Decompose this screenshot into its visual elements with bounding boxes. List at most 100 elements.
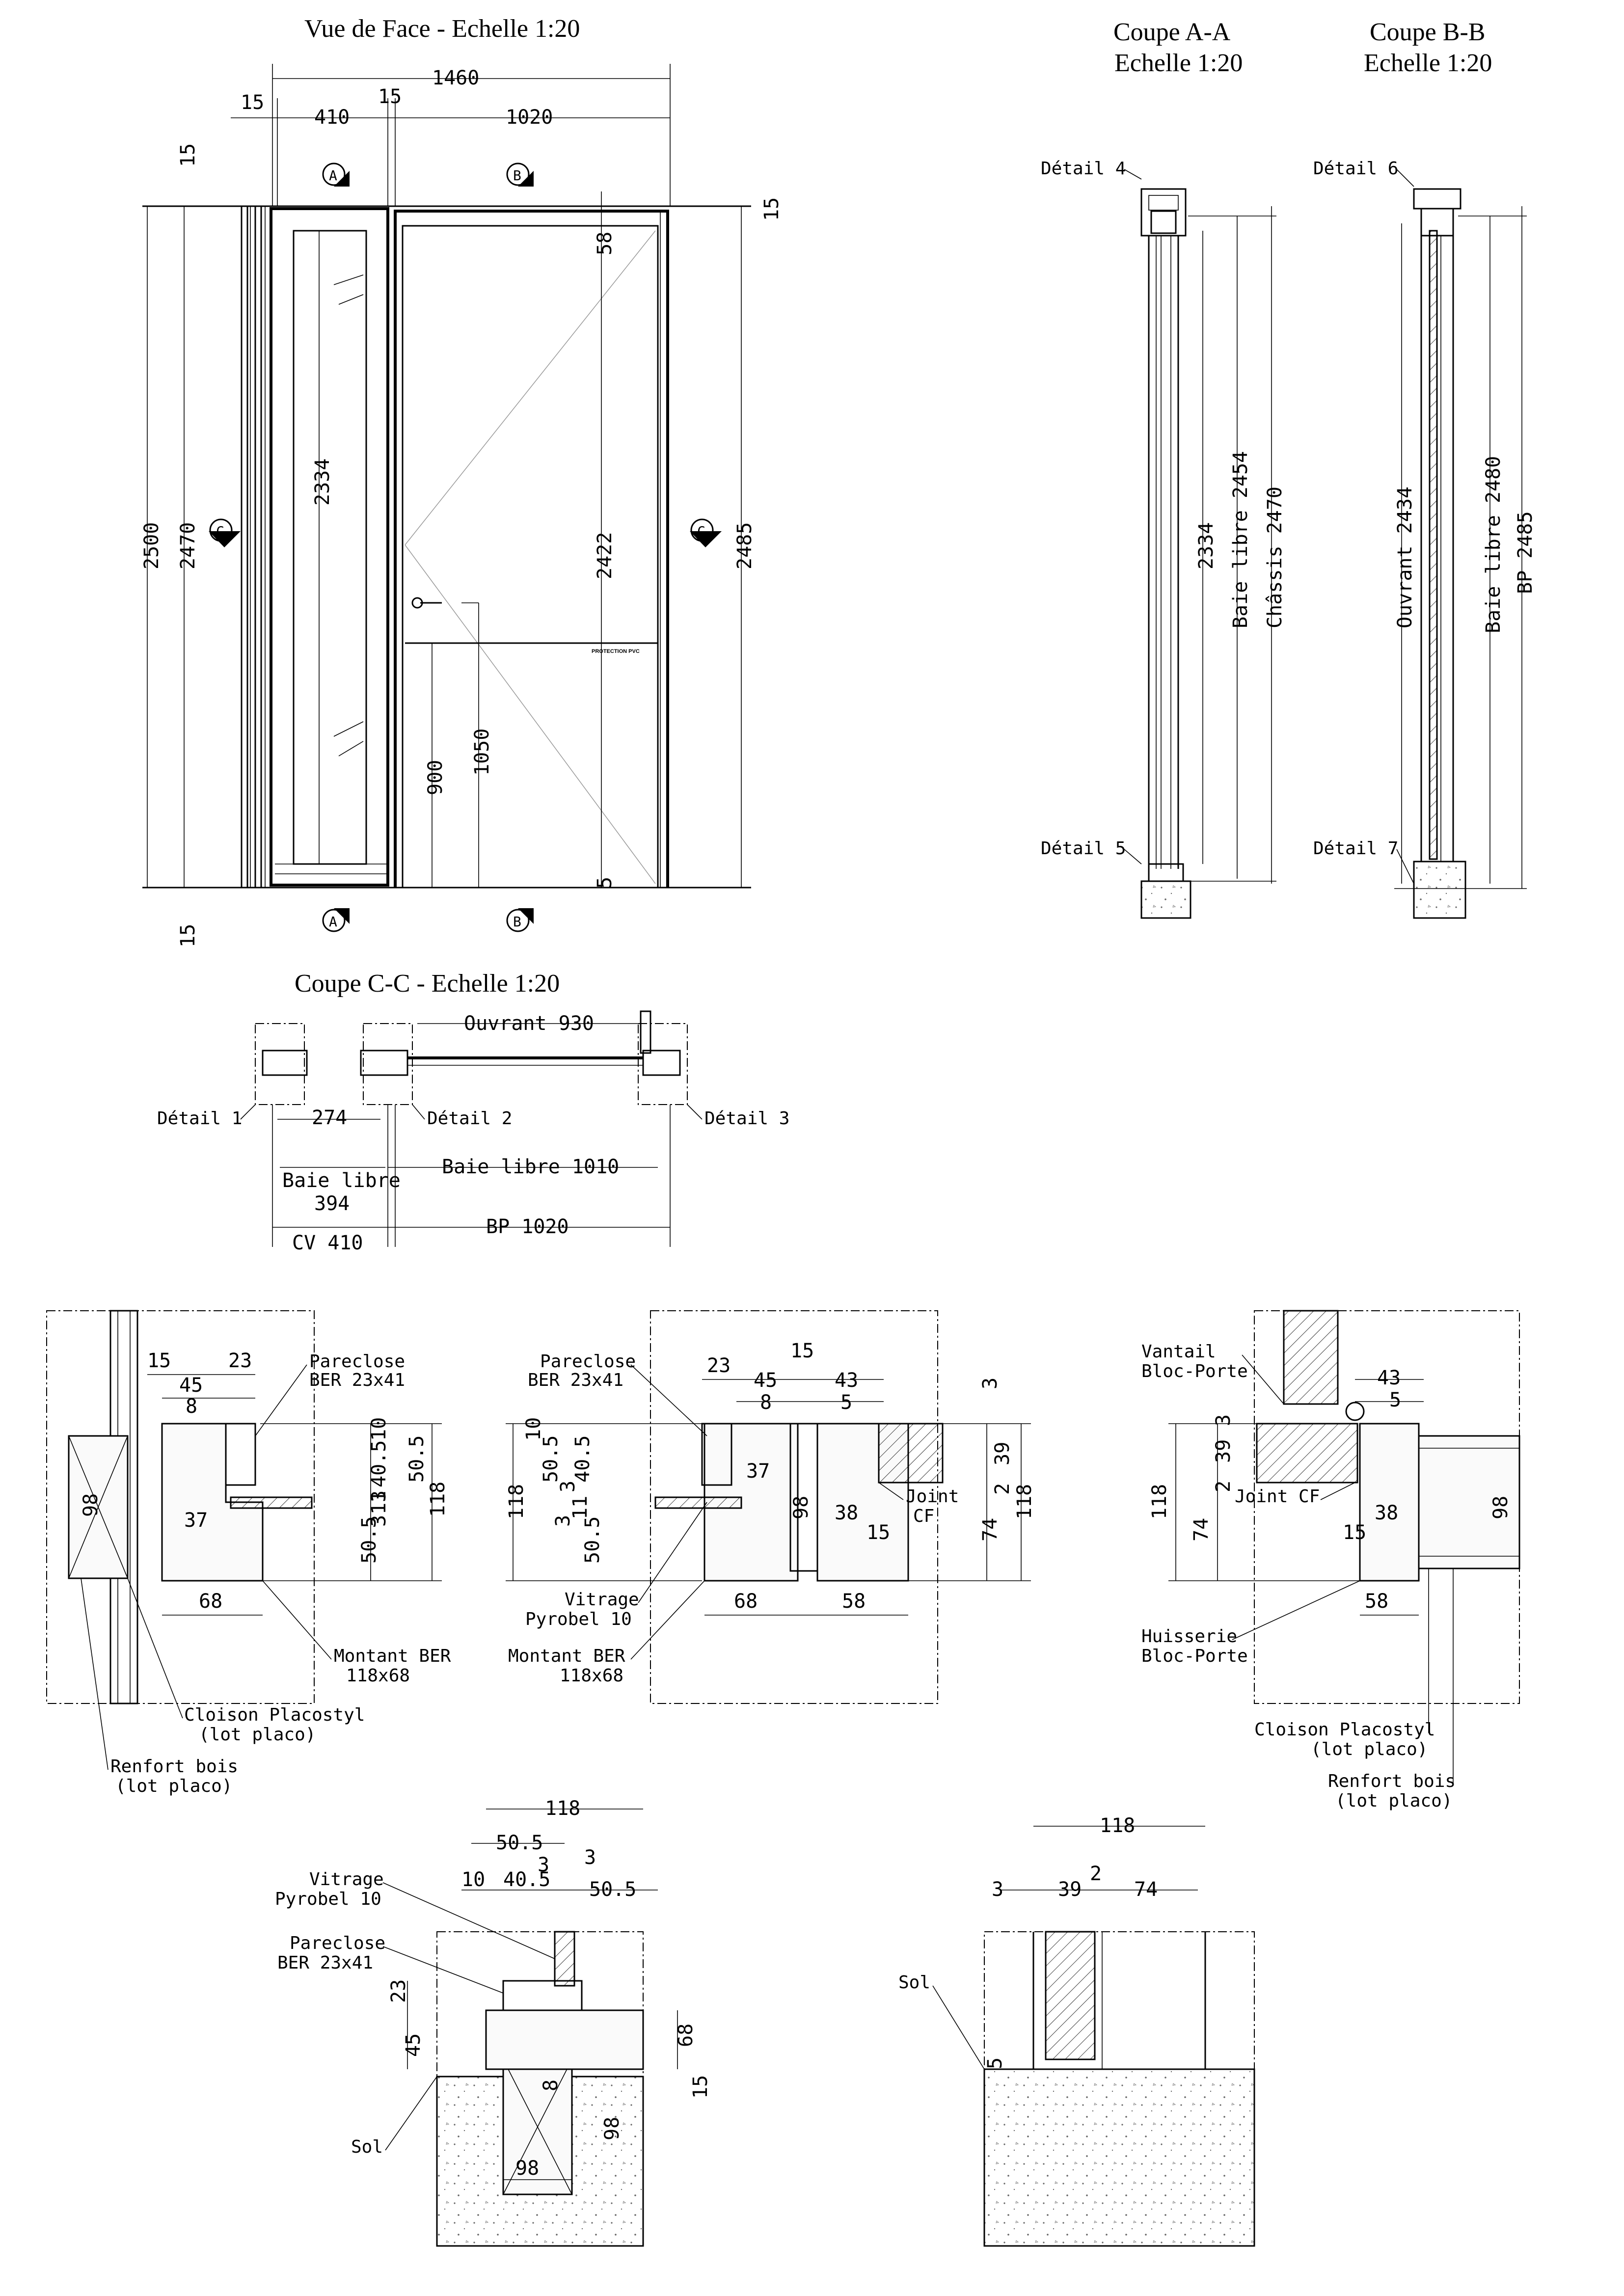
svg-text:A: A (329, 914, 337, 930)
detail-2: 23 15 45 43 8 5 3 10 50.5 40.5 3 118 3 1… (505, 1310, 1036, 1704)
d5-23: 23 (387, 1979, 410, 2003)
section-bb-scale: Echelle 1:20 (1364, 49, 1492, 77)
marker-a-bottom: A (322, 908, 350, 932)
d2-15: 15 (790, 1340, 814, 1362)
d7-sol: Sol (898, 1972, 930, 1993)
d7-5: 5 (984, 2057, 1006, 2069)
d1-11: 11 (368, 1491, 390, 1514)
d3-38: 38 (1375, 1502, 1398, 1524)
d3-3: 3 (1212, 1414, 1235, 1426)
cc-detail-3: Détail 3 (704, 1108, 789, 1129)
protection-label: PROTECTION PVC (592, 648, 640, 654)
cc-ouvrant: Ouvrant 930 (464, 1012, 594, 1035)
d1-pareclose: Pareclose (309, 1351, 405, 1372)
d2-37: 37 (746, 1460, 770, 1483)
d7-3: 3 (992, 1878, 1003, 1901)
detail-7-label: Détail 7 (1313, 838, 1398, 859)
dim-410: 410 (314, 106, 350, 129)
d5-3a: 3 (538, 1854, 549, 1876)
d1-118: 118 (427, 1482, 449, 1517)
d2-11: 11 (569, 1496, 592, 1519)
d1-montant: Montant BER (334, 1646, 451, 1666)
d7-2: 2 (1090, 1863, 1102, 1885)
dim-15-top-right: 15 (760, 197, 783, 221)
d1-68: 68 (199, 1590, 222, 1613)
d3-2: 2 (1212, 1481, 1235, 1492)
d3-huisserie-spec: Bloc-Porte (1141, 1646, 1248, 1666)
dim-15-top: 15 (177, 143, 199, 167)
cc-detail-1: Détail 1 (157, 1108, 242, 1129)
d3-cloison: Cloison Placostyl (1254, 1720, 1435, 1740)
cc-cv: CV 410 (292, 1232, 363, 1254)
d1-45: 45 (179, 1374, 203, 1397)
d3-118: 118 (1148, 1484, 1171, 1519)
d5-118: 118 (545, 1797, 580, 1820)
d3-renfort-lot: (lot placo) (1335, 1791, 1452, 1811)
marker-a-top: A (322, 162, 350, 187)
d3-cloison-lot: (lot placo) (1311, 1739, 1428, 1759)
d2-39: 39 (991, 1442, 1014, 1465)
d1-15: 15 (147, 1350, 171, 1372)
d2-5: 5 (840, 1391, 852, 1414)
d1-renfort-lot: (lot placo) (115, 1776, 232, 1796)
svg-text:B: B (513, 167, 521, 184)
d2-joint: Joint (906, 1486, 959, 1507)
dim-1020: 1020 (506, 106, 553, 129)
svg-text:C: C (216, 523, 224, 540)
d5-50-5: 50.5 (496, 1832, 543, 1854)
dim-15-mid: 15 (378, 85, 402, 108)
d5-8: 8 (540, 2080, 562, 2091)
svg-text:A: A (329, 167, 337, 184)
d1-50-5a: 50.5 (406, 1435, 428, 1483)
bb-dim-baie: Baie libre 2480 (1482, 456, 1505, 633)
front-view-title: Vue de Face - Echelle 1:20 (304, 15, 580, 43)
d5-45: 45 (402, 2033, 425, 2057)
d2-38: 38 (835, 1502, 858, 1524)
d2-2: 2 (991, 1483, 1014, 1495)
d2-50-5b: 50.5 (581, 1516, 604, 1564)
cc-baie-libre-right: Baie libre 1010 (442, 1156, 619, 1178)
detail-5: 118 50.5 3 3 10 40.5 50.5 23 45 68 15 8 … (275, 1797, 712, 2247)
d2-15b: 15 (866, 1521, 890, 1544)
d2-3b: 3 (552, 1515, 574, 1527)
d2-74: 74 (979, 1518, 1001, 1541)
detail-5-label: Détail 5 (1041, 838, 1126, 859)
dim-2500: 2500 (140, 522, 163, 569)
section-cc-title: Coupe C-C - Echelle 1:20 (295, 970, 560, 998)
d2-43: 43 (835, 1369, 858, 1392)
d3-5: 5 (1389, 1389, 1401, 1411)
d1-37: 37 (184, 1509, 208, 1532)
d5-10: 10 (461, 1868, 485, 1891)
d2-118r: 118 (1013, 1484, 1036, 1519)
d2-vitrage-spec: Pyrobel 10 (525, 1609, 632, 1629)
dim-900: 900 (424, 760, 447, 795)
dim-2470: 2470 (177, 522, 199, 569)
aa-dim-chassis: Châssis 2470 (1264, 486, 1286, 628)
detail-1: 15 23 45 8 10 40.5 50.5 3 11 3 118 50.5 … (46, 1310, 451, 1796)
svg-text:C: C (697, 523, 705, 540)
d1-montant-spec: 118x68 (346, 1666, 410, 1686)
d5-pareclose-spec: BER 23x41 (277, 1953, 373, 1973)
d3-vantail-spec: Bloc-Porte (1141, 1361, 1248, 1381)
dim-15-left: 15 (241, 91, 264, 114)
d3-74: 74 (1190, 1518, 1213, 1541)
d5-pareclose: Pareclose (290, 1933, 385, 1953)
d5-98v: 98 (601, 2117, 623, 2140)
d7-39: 39 (1058, 1878, 1082, 1901)
d5-vitrage-spec: Pyrobel 10 (275, 1889, 381, 1909)
d5-15: 15 (689, 2075, 712, 2099)
d1-renfort: Renfort bois (110, 1756, 238, 1777)
section-bb-title: Coupe B-B (1370, 18, 1485, 46)
detail-4-label: Détail 4 (1041, 159, 1126, 179)
d1-40-5: 40.5 (368, 1440, 390, 1487)
d1-10: 10 (368, 1417, 390, 1441)
marker-b-top: B (506, 162, 534, 187)
dim-58: 58 (594, 232, 616, 255)
d3-huisserie: Huisserie (1141, 1626, 1237, 1647)
d1-cloison-lot: (lot placo) (199, 1725, 316, 1745)
section-aa-title: Coupe A-A (1113, 18, 1231, 46)
d2-8: 8 (760, 1391, 772, 1414)
d2-68: 68 (734, 1590, 758, 1613)
d5-vitrage: Vitrage (309, 1869, 384, 1890)
